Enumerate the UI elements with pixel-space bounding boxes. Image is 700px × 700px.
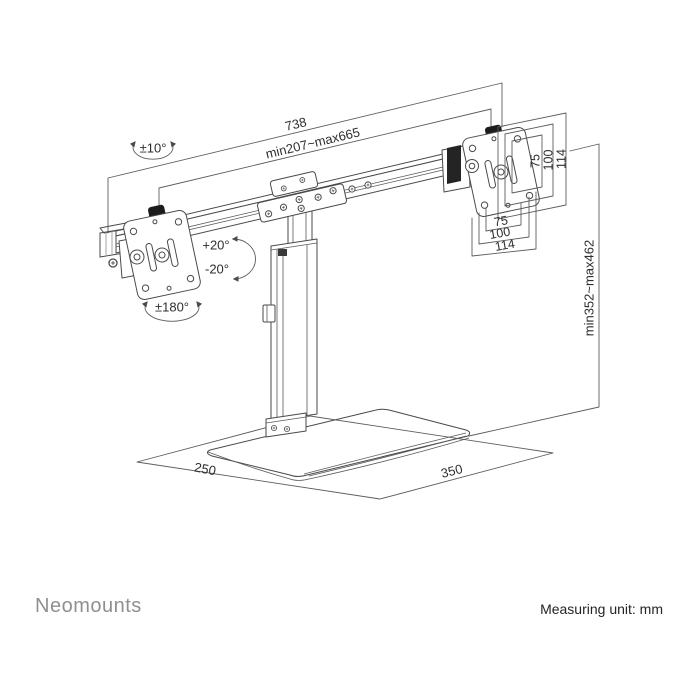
cable-clip	[262, 304, 276, 323]
rotation-angle-label: ±180°	[155, 299, 189, 314]
outer-column-sleeve	[270, 238, 318, 422]
vesa-horizontal-75-label: 75	[493, 213, 509, 229]
right-monitor-mount	[441, 124, 542, 219]
vesa-vertical-75-label: 75	[528, 154, 542, 168]
foot-screw-icon	[283, 425, 291, 433]
tilt-down-label: -20°	[205, 261, 229, 276]
base-width-label: 350	[439, 461, 464, 481]
height-range-label: min352~max462	[581, 240, 596, 336]
tilt-up-label: +20°	[202, 237, 229, 252]
column-logo-badge	[278, 249, 287, 256]
right-clamp-insert	[447, 145, 461, 184]
bar-screw-icon	[364, 181, 372, 189]
center-column	[262, 209, 318, 438]
foot-screw-icon	[270, 424, 278, 432]
brand-logo: Neomounts	[35, 595, 142, 617]
vesa-horizontal-dimensions: 75 100 114	[471, 191, 537, 257]
vesa-vertical-100-label: 100	[541, 150, 555, 171]
left-monitor-mount	[118, 204, 203, 302]
base-dimension-box: 250 350	[136, 415, 554, 500]
rotation-arrow-icon	[141, 301, 203, 322]
swivel-rotation-arrow-icon	[129, 141, 177, 160]
vesa-horizontal-114-label: 114	[494, 237, 516, 254]
bracket-plate	[256, 183, 348, 223]
tension-screw-icon	[108, 258, 118, 268]
vesa-horizontal-100-label: 100	[488, 225, 511, 242]
bar-total-length-label: 738	[283, 114, 308, 134]
swivel-angle-annotation: ±10°	[129, 140, 177, 160]
tilt-arrow-icon	[231, 235, 256, 282]
center-mount-bracket	[256, 171, 348, 223]
measuring-unit-note: Measuring unit: mm	[540, 601, 663, 617]
base-plate	[206, 408, 471, 481]
vesa-vertical-dimensions: 75 100 114	[497, 112, 568, 220]
base-depth-label: 250	[193, 460, 217, 479]
bar-screw-icon	[348, 185, 356, 193]
left-pivot-joint	[129, 249, 145, 265]
dimension-height-range: min352~max462	[468, 143, 600, 437]
column-foot	[265, 412, 307, 438]
rotation-angle-annotation: ±180°	[141, 299, 203, 322]
dimension-bar-total-length: 738	[107, 82, 503, 234]
vesa-vertical-114-label: 114	[554, 149, 568, 169]
tilt-angle-annotation: +20° -20°	[202, 235, 256, 282]
right-pivot-joint	[465, 159, 479, 173]
swivel-angle-label: ±10°	[140, 140, 167, 155]
bracket-top-clamp	[269, 171, 319, 197]
